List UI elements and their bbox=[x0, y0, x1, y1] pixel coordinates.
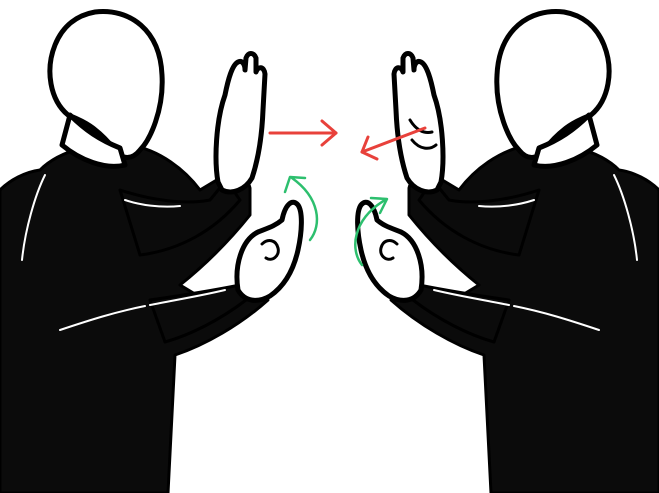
left-figure-palm-hand bbox=[216, 54, 265, 192]
right-figure-palm-hand bbox=[394, 54, 443, 192]
left-figure bbox=[0, 12, 301, 493]
right-figure bbox=[358, 12, 659, 493]
push-arrow-right bbox=[270, 121, 336, 145]
